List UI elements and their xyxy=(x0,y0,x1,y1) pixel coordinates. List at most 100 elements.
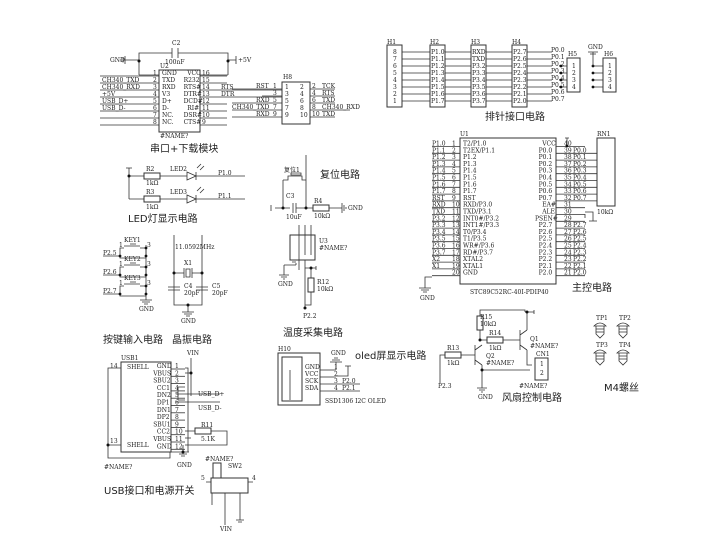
rn1-resistor-network xyxy=(596,137,616,207)
u1-pin-number: 36 xyxy=(564,168,572,175)
junction-dot xyxy=(559,85,563,89)
h5-pin-number: 3 xyxy=(572,77,576,84)
u1-net-label: P0.1 xyxy=(573,154,587,161)
h2-net-label: P1.6 xyxy=(431,91,445,98)
h8-pin-inner: 9 xyxy=(285,112,289,119)
led-net-p11: P1.1 xyxy=(218,193,232,200)
oled-title: oled屏显示电路 xyxy=(355,349,426,362)
usb-pin-number: 12 xyxy=(175,443,183,450)
u1-pin-label: P0.2 xyxy=(539,161,553,168)
r13-ref: R13 xyxy=(447,345,459,352)
key-pin3: 3 xyxy=(147,261,151,268)
u1-ref: U1 xyxy=(460,131,469,138)
u1-pin-label: VCC xyxy=(541,141,556,148)
temp-title: 温度采集电路 xyxy=(283,326,343,339)
u2-net-label: DTR xyxy=(221,91,235,98)
key-net-label: P2.7 xyxy=(103,288,117,295)
h8-net-label: RST xyxy=(256,83,269,90)
u1-pin-label: XTAL2 xyxy=(463,256,483,263)
u2-pin-number: 10 xyxy=(202,112,210,119)
h8-pin-inner: 5 xyxy=(285,98,289,105)
u1-net-label: P0.7 xyxy=(573,195,587,202)
screw-ref: TP4 xyxy=(619,342,631,349)
screws-title: M4螺丝 xyxy=(604,382,639,394)
usb-shell-top: SHELL xyxy=(127,364,149,371)
usb-pin-number: 3 xyxy=(175,378,179,385)
h5-pin-number: 4 xyxy=(572,84,576,91)
oled-pin-number: 2 xyxy=(334,371,338,378)
u1-net-label: P0.6 xyxy=(573,188,587,195)
screw-icon xyxy=(593,322,607,339)
junction-dot xyxy=(144,292,148,296)
u2-pin-label: R232 xyxy=(184,77,200,84)
usb-pin-label: VBUS xyxy=(152,370,171,377)
u1-pin-label: T2/P1.0 xyxy=(463,141,487,148)
u2-net-label: CH340_RXD xyxy=(102,84,140,91)
h3-ref: H3 xyxy=(471,39,480,46)
sw2-pin5: 5 xyxy=(201,475,205,482)
u1-pin-number: 1 xyxy=(452,141,456,148)
u1-net-label: P3.2 xyxy=(432,215,446,222)
p0-net-label: P0.7 xyxy=(551,96,565,103)
u1-pin-number: 10 xyxy=(452,202,460,209)
p0-net-label: P0.1 xyxy=(551,54,565,61)
u1-pin-label: XTAL1 xyxy=(463,263,483,270)
u2-pin-number: 5 xyxy=(153,98,157,105)
u1-net-label: P1.5 xyxy=(432,175,446,182)
usb-circuit: USB1 SHELL SHELL 14 13 1GND2VBUS3SBU24CC… xyxy=(104,350,256,533)
u1-pin-label: P0.3 xyxy=(539,168,553,175)
u1-pin-label: P2.7 xyxy=(539,222,553,229)
u1-pin-number: 35 xyxy=(564,175,572,182)
h4-net-label: P2.1 xyxy=(513,91,527,98)
u1-net-label: P3.3 xyxy=(432,222,446,229)
key-pin1: 1 xyxy=(119,280,123,287)
junction-dot xyxy=(118,292,122,296)
c4-value: 20pF xyxy=(184,290,200,297)
h3-net-label: P3.5 xyxy=(472,84,486,91)
h3-net-label: P3.7 xyxy=(472,98,486,105)
crystal-title: 晶振电路 xyxy=(172,333,212,346)
u1-pin-number: 17 xyxy=(452,249,460,256)
u1-net-label: P2.2 xyxy=(573,256,587,263)
keys-gnd: GND xyxy=(139,306,154,313)
h3-net-label: P3.6 xyxy=(472,91,486,98)
cn1-ref: CN1 xyxy=(536,351,550,358)
gnd-label: GND xyxy=(110,57,125,64)
u2-net-label: +5V xyxy=(102,91,116,98)
u1-net-label: P1.7 xyxy=(432,188,446,195)
usb-dminus: USB_D- xyxy=(198,405,222,412)
u1-pin-label: T1/P3.5 xyxy=(463,236,487,243)
u1-pin-number: 15 xyxy=(452,236,460,243)
usb-pin-number: 2 xyxy=(175,370,179,377)
h2-net-label: P1.1 xyxy=(431,56,445,63)
h8-pin-inner: 3 xyxy=(285,91,289,98)
reset-gnd: GND xyxy=(348,205,363,212)
u1-pin-label: GND xyxy=(463,270,478,277)
key-net-label: P2.5 xyxy=(103,250,117,257)
r3-value: 1kΩ xyxy=(146,204,158,211)
reset-switch-ref: 复位1 xyxy=(284,166,300,174)
u1-pin-number: 38 xyxy=(564,154,572,161)
h8-net-label: TCK xyxy=(322,83,336,90)
u2-pin-label: D- xyxy=(162,105,169,112)
u2-pin-label: GND xyxy=(162,70,177,77)
h8-net-label: TXD xyxy=(322,97,335,104)
u2-net-label: USB_D+ xyxy=(102,98,128,105)
junction-dot xyxy=(144,265,148,269)
u1-pin-number: 7 xyxy=(452,181,456,188)
u1-net-label: P1.6 xyxy=(432,181,446,188)
h1-pin-number: 5 xyxy=(393,70,397,77)
u1-pin-label: EA# xyxy=(542,202,556,209)
usb-pin-label: GND xyxy=(157,443,172,450)
usb-gnd: GND xyxy=(177,462,192,469)
u2-pin-number: 1 xyxy=(153,70,157,77)
h4-net-label: P2.5 xyxy=(513,63,527,70)
u1-pin-label: INT1#/P3.3 xyxy=(463,222,499,229)
u1-net-label: P0.2 xyxy=(573,161,587,168)
screw-icon xyxy=(616,322,630,339)
r15-value: 10kΩ xyxy=(480,321,496,328)
sw2-switch xyxy=(210,477,249,494)
u1-pin-number: 23 xyxy=(564,256,572,263)
